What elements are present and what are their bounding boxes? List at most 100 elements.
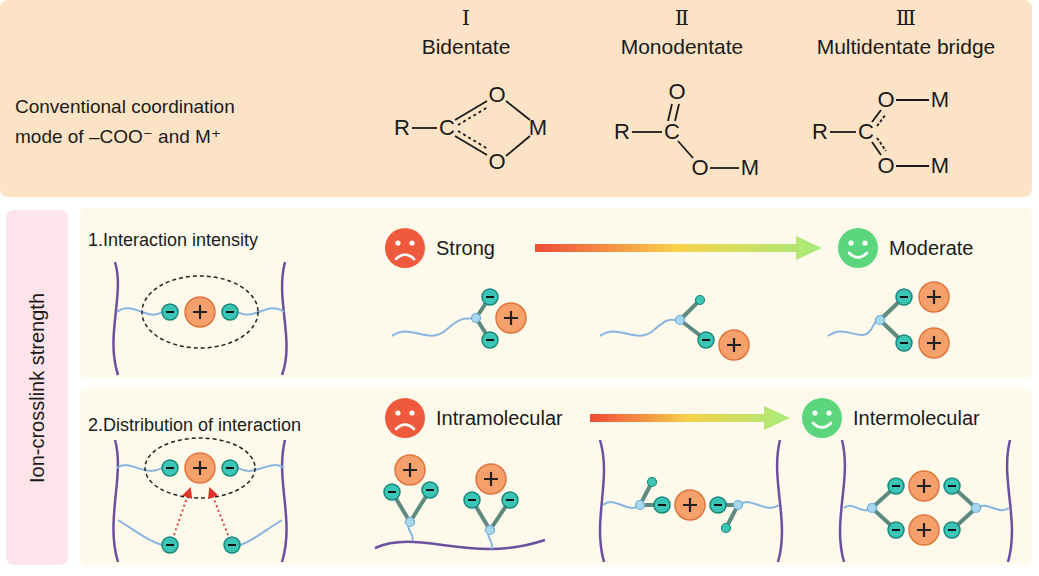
polymer-backbone xyxy=(600,440,604,562)
side-chain xyxy=(603,502,640,508)
trend-label: Strong xyxy=(436,238,495,258)
bond-lines xyxy=(455,136,487,155)
bond-lines xyxy=(668,104,672,121)
ion-symbols xyxy=(710,497,726,513)
ion-symbols xyxy=(896,289,912,305)
polymer-backbone xyxy=(113,440,118,562)
section-title: 1.Interaction intensity xyxy=(88,230,258,251)
ion-symbols xyxy=(185,453,215,483)
bond-lines xyxy=(632,131,662,133)
polymer-backbone xyxy=(840,440,845,562)
ion-symbols xyxy=(482,332,498,348)
ion-symbols xyxy=(162,282,981,553)
bond-lines xyxy=(458,107,488,125)
ion-symbols xyxy=(636,501,645,510)
atom-symbol: C xyxy=(664,121,680,143)
side-chain xyxy=(238,308,284,314)
polymer-backbone xyxy=(113,262,118,375)
ion-symbols xyxy=(162,304,178,320)
bond-lines xyxy=(872,142,881,155)
ion-symbols xyxy=(909,515,939,545)
emoji-face xyxy=(385,228,878,438)
side-chain xyxy=(600,320,680,336)
attraction-arrow xyxy=(174,489,228,535)
ion-symbols xyxy=(464,492,480,508)
trend-label: Intramolecular xyxy=(436,408,563,428)
ion-symbols xyxy=(698,332,714,348)
side-chain xyxy=(118,520,162,545)
atom-symbol: O xyxy=(488,151,505,173)
atom-symbol: O xyxy=(877,89,894,111)
section-title: 2.Distribution of interaction xyxy=(88,415,301,436)
ion-symbols xyxy=(888,478,904,494)
polymer-backbone xyxy=(113,262,1012,562)
interaction-zone xyxy=(142,276,258,498)
atom-symbol: O xyxy=(691,157,708,179)
atom-symbol: M xyxy=(931,89,949,111)
atom-symbol: M xyxy=(931,155,949,177)
side-chain xyxy=(238,465,284,471)
ion-symbols xyxy=(482,289,498,305)
ion-symbols xyxy=(888,522,904,538)
ion-symbols xyxy=(734,501,743,510)
ion-symbols xyxy=(696,296,705,305)
interaction-zone xyxy=(145,438,255,498)
side-chain xyxy=(392,318,476,336)
ion-symbols xyxy=(185,297,215,327)
polymer-backbone xyxy=(1007,440,1012,562)
ion-symbols xyxy=(648,478,657,487)
ion-symbols xyxy=(876,316,885,325)
side-chain xyxy=(117,308,1009,549)
bond-lines xyxy=(455,101,487,120)
bond-lines xyxy=(896,99,929,101)
roman-numeral: Ⅰ xyxy=(462,8,470,29)
mode-name: Monodentate xyxy=(621,36,744,57)
ion-symbols xyxy=(422,482,438,498)
ion-symbols xyxy=(476,464,506,494)
polymer-backbone xyxy=(375,540,545,549)
section-panel: 1.Interaction intensity xyxy=(80,208,1032,378)
side-chain xyxy=(117,465,162,471)
ion-symbols xyxy=(944,522,960,538)
ion-symbols xyxy=(676,316,685,325)
ion-symbols xyxy=(722,524,731,533)
atom-symbol: O xyxy=(488,84,505,106)
atom-symbol: C xyxy=(858,121,874,143)
ion-symbols xyxy=(675,490,705,520)
bond-lines xyxy=(877,114,886,126)
ion-symbols xyxy=(944,478,960,494)
side-band: Ion-crosslink strength xyxy=(6,210,68,565)
ion-symbols xyxy=(472,314,481,323)
ion-symbols xyxy=(502,492,518,508)
bond-lines xyxy=(506,101,530,120)
atom-symbol: O xyxy=(877,155,894,177)
trend-arrow xyxy=(535,236,822,430)
bond-lines xyxy=(710,167,739,169)
atom-symbol: M xyxy=(529,117,547,139)
ion-symbols xyxy=(909,471,939,501)
ion-symbols xyxy=(406,518,415,527)
panel-heading: Conventional coordination mode of –COO⁻ … xyxy=(15,92,260,153)
polymer-backbone xyxy=(282,262,287,375)
polymer-backbone xyxy=(282,440,287,562)
polymer-backbone xyxy=(777,440,782,562)
side-chain xyxy=(117,308,162,314)
mode-name: Multidentate bridge xyxy=(817,36,996,57)
ion-symbols xyxy=(654,497,670,513)
bond-lines xyxy=(830,131,856,133)
atom-symbol: R xyxy=(812,121,828,143)
ion-symbols xyxy=(395,455,425,485)
bond-lines xyxy=(506,136,530,156)
ion-symbols xyxy=(719,330,749,360)
attraction-arrow xyxy=(174,489,190,535)
trend-label: Intermolecular xyxy=(853,408,980,428)
ion-symbols xyxy=(972,504,981,513)
attraction-arrow xyxy=(210,489,228,535)
ion-symbols xyxy=(224,537,240,553)
emoji-face xyxy=(802,398,842,438)
axis-title: Ion-crosslink strength xyxy=(26,292,49,482)
